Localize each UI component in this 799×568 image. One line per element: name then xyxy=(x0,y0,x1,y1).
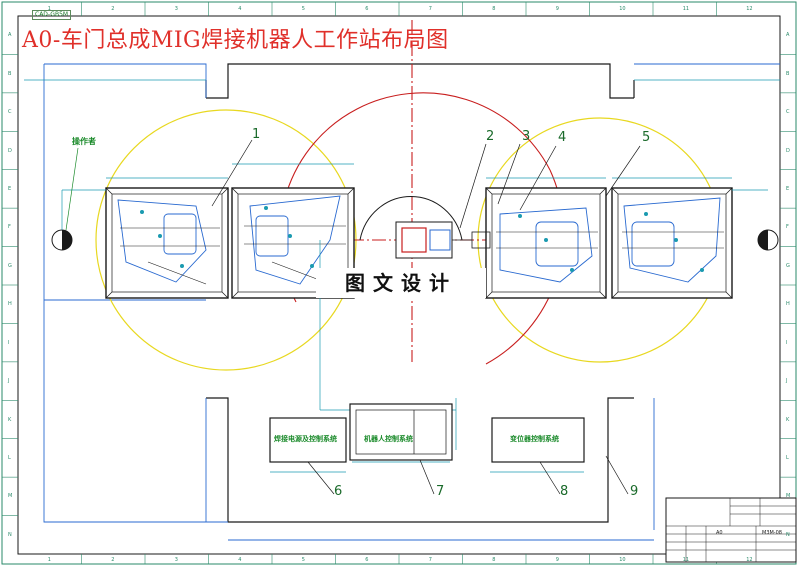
border-column-label: 12 xyxy=(746,557,753,563)
border-row-label: E xyxy=(8,185,12,192)
border-column-label: 3 xyxy=(174,6,178,12)
border-column-label: 5 xyxy=(301,6,305,12)
border-column-label: 12 xyxy=(746,6,753,12)
part-number-2: 2 xyxy=(486,129,495,144)
welding-power-control-label: 焊接电源及控制系统 xyxy=(274,435,337,443)
border-column-label: 10 xyxy=(619,6,626,12)
border-row-label: I xyxy=(786,339,788,346)
balloon-leaders xyxy=(65,139,641,495)
watermark: 图文设计 xyxy=(316,268,486,298)
part-number-8: 8 xyxy=(560,484,569,499)
border-row-label: E xyxy=(786,185,790,192)
border-row-label: N xyxy=(786,531,790,538)
border-column-label: 6 xyxy=(365,6,369,12)
border-column-label: 1 xyxy=(47,557,51,563)
border-column-label: 6 xyxy=(365,557,369,563)
fixture-frames xyxy=(105,187,733,299)
border-row-label: G xyxy=(786,262,790,269)
border-column-label: 11 xyxy=(682,557,690,563)
part-number-9: 9 xyxy=(630,484,639,499)
border-column-label: 1 xyxy=(47,6,51,12)
border-column-label: 2 xyxy=(111,6,115,12)
border-row-label: N xyxy=(8,531,12,538)
part-number-6: 6 xyxy=(334,484,343,499)
title-block-size: A0 xyxy=(716,530,723,536)
operator-label: 操作者 xyxy=(72,137,96,146)
title-block xyxy=(665,497,797,563)
border-row-label: M xyxy=(786,493,791,500)
border-column-label: 8 xyxy=(492,6,496,12)
border-column-label: 4 xyxy=(238,557,242,563)
positioner-control-label: 变位器控制系统 xyxy=(510,435,559,443)
border-row-label: L xyxy=(786,454,789,461)
border-row-label: K xyxy=(8,416,12,423)
border-column-label: 11 xyxy=(682,6,690,12)
border-column-label: 9 xyxy=(555,557,559,563)
border-row-label: K xyxy=(786,416,790,423)
border-column-label: 8 xyxy=(492,557,496,563)
border-row-label: F xyxy=(8,224,11,231)
border-row-label: J xyxy=(786,378,788,385)
part-number-7: 7 xyxy=(436,484,445,499)
border-row-label: A xyxy=(8,32,12,39)
border-row-label: F xyxy=(786,224,789,231)
cabinet-details xyxy=(355,409,447,455)
border-row-label: M xyxy=(8,493,13,500)
border-column-label: 7 xyxy=(428,6,432,12)
clamp-points xyxy=(140,206,704,272)
border-row-label: I xyxy=(8,339,10,346)
border-row-label: B xyxy=(8,70,12,77)
welding-robot xyxy=(395,221,491,259)
border-row-label: H xyxy=(786,301,790,308)
border-column-label: 3 xyxy=(174,557,178,563)
border-column-label: 5 xyxy=(301,557,305,563)
drawing-title: A0-车门总成MIG焊接机器人工作站布局图 xyxy=(22,28,449,53)
part-number-3: 3 xyxy=(522,129,531,144)
border-row-label: G xyxy=(8,262,12,269)
border-row-label: C xyxy=(8,109,12,116)
title-block-code: M3M-08 xyxy=(762,530,782,536)
border-column-label: 2 xyxy=(111,557,115,563)
robot-control-label: 机器人控制系统 xyxy=(364,435,413,443)
border-row-label: J xyxy=(8,378,10,385)
border-row-label: D xyxy=(786,147,790,154)
operator-marks xyxy=(51,229,779,251)
border-row-label: B xyxy=(786,70,790,77)
part-number-1: 1 xyxy=(252,127,261,142)
fixture-inner-frames xyxy=(105,187,733,299)
part-number-5: 5 xyxy=(642,130,651,145)
part-number-4: 4 xyxy=(558,130,567,145)
control-cabinets xyxy=(269,403,585,463)
border-row-label: A xyxy=(786,32,790,39)
border-column-label: 10 xyxy=(619,557,626,563)
robot-base-arc xyxy=(359,196,463,241)
border-column-label: 4 xyxy=(238,6,242,12)
border-column-label: 7 xyxy=(428,557,432,563)
border-row-label: D xyxy=(8,147,12,154)
border-row-label: H xyxy=(8,301,12,308)
border-row-label: L xyxy=(8,454,11,461)
layout-envelope xyxy=(43,63,780,541)
border-row-label: C xyxy=(786,109,790,116)
corner-tag: CAD-GB5M xyxy=(32,10,72,20)
border-column-label: 9 xyxy=(555,6,559,12)
